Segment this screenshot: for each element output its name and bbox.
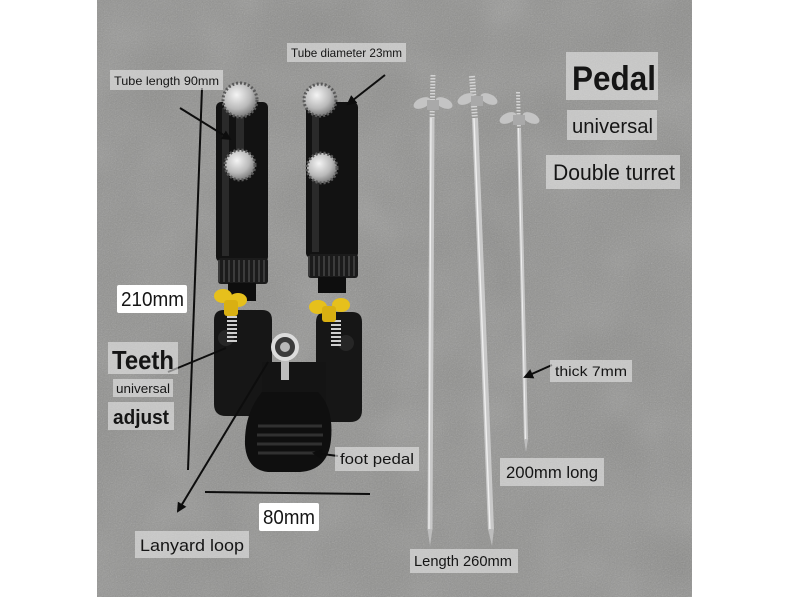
wing-nut-icon: [214, 289, 247, 316]
stake-260mm: [413, 74, 453, 546]
lanyard-ring-icon: [271, 333, 299, 380]
stake-200mm: [457, 75, 498, 546]
width-dimension-line: [204, 491, 371, 495]
universal-label: universal: [572, 116, 653, 138]
tube-diameter-arrow: [346, 74, 386, 106]
right-tube: [302, 82, 358, 293]
width-label: 80mm: [263, 507, 315, 529]
lanyard-arrow: [176, 361, 269, 513]
pedal-title: Pedal: [572, 60, 656, 98]
thumb-screw-icon: [305, 151, 339, 185]
wing-nut-icon: [309, 298, 350, 322]
labels: Tube length 90mm Tube diameter 23mm Peda…: [108, 43, 680, 573]
universal-small-label: universal: [116, 381, 170, 396]
lanyard-loop-label: Lanyard loop: [140, 536, 244, 555]
double-turret-holder: [214, 81, 362, 472]
foot-pedal-label: foot pedal: [340, 451, 414, 468]
base-mount: [214, 310, 362, 422]
thumb-screw-icon: [302, 82, 338, 118]
thick-label: thick 7mm: [555, 363, 627, 379]
stake-thin: [499, 91, 540, 452]
tube-length-arrow: [179, 107, 232, 141]
length-260-label: Length 260mm: [414, 553, 512, 570]
adjust-label: adjust: [113, 407, 169, 429]
left-tube: [216, 81, 268, 301]
height-label: 210mm: [121, 289, 184, 311]
thick-arrow: [523, 364, 553, 379]
double-turret-label: Double turret: [553, 160, 675, 185]
height-dimension-line: [187, 87, 203, 471]
foot-pedal: [244, 392, 332, 472]
tube-diameter-label: Tube diameter 23mm: [291, 46, 402, 60]
bank-stakes: [413, 74, 540, 546]
foot-pedal-arrow: [312, 449, 339, 459]
tube-length-label: Tube length 90mm: [114, 74, 219, 88]
length-200-label: 200mm long: [506, 463, 598, 482]
teeth-label: Teeth: [112, 345, 174, 375]
thumb-screw-icon: [223, 148, 257, 182]
thumb-screw-icon: [221, 81, 259, 119]
